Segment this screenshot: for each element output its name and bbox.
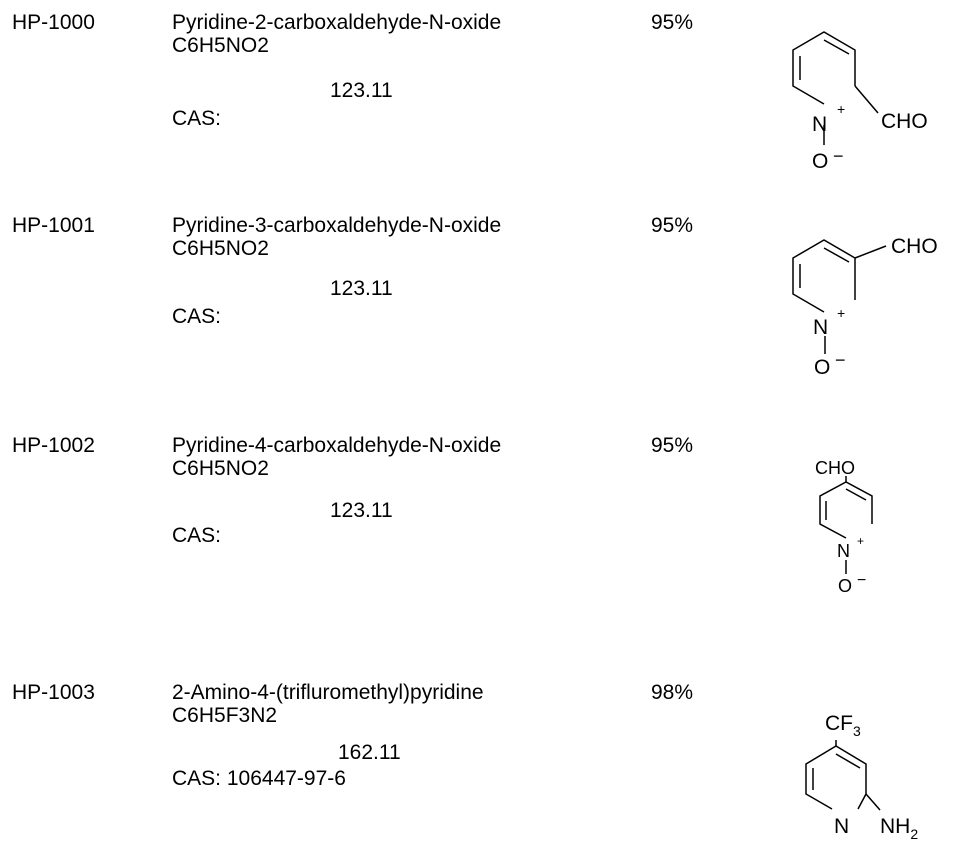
- molecular-weight: 123.11: [330, 79, 393, 102]
- cas-number: CAS: 106447-97-6: [172, 767, 346, 790]
- positive-charge: +: [837, 101, 845, 117]
- negative-charge: −: [833, 146, 844, 166]
- oxide-oxygen: O: [838, 576, 852, 596]
- molecular-weight: 123.11: [330, 277, 393, 300]
- product-name: Pyridine-2-carboxaldehyde-N-oxide: [172, 11, 502, 34]
- purity: 95%: [651, 214, 694, 237]
- molecular-formula: C6H5NO2: [172, 237, 269, 260]
- product-name: Pyridine-4-carboxaldehyde-N-oxide: [172, 434, 502, 457]
- ring-nitrogen: N: [812, 113, 827, 136]
- positive-charge: +: [857, 534, 864, 548]
- positive-charge: +: [837, 305, 845, 321]
- aldehyde-group: CHO: [881, 110, 928, 133]
- product-name: Pyridine-3-carboxaldehyde-N-oxide: [172, 214, 502, 237]
- aldehyde-group: CHO: [815, 458, 855, 478]
- molecular-formula: C6H5NO2: [172, 457, 269, 480]
- cas-number: CAS:: [172, 305, 222, 328]
- molecular-formula: C6H5NO2: [172, 34, 269, 57]
- product-code: HP-1000: [12, 11, 95, 34]
- oxide-oxygen: O: [814, 356, 830, 379]
- ring-nitrogen: N: [837, 541, 850, 561]
- molecular-weight: 123.11: [330, 499, 393, 522]
- negative-charge: −: [835, 350, 846, 370]
- molecular-weight: 162.11: [338, 741, 401, 764]
- molecular-formula: C6H5F3N2: [172, 704, 278, 727]
- product-code: HP-1001: [12, 214, 95, 237]
- ring-nitrogen: N: [834, 815, 849, 838]
- purity: 95%: [651, 434, 694, 457]
- cas-number: CAS:: [172, 107, 222, 130]
- purity: 98%: [651, 681, 694, 704]
- amine-group: NH2: [880, 815, 918, 842]
- negative-charge: −: [857, 572, 866, 589]
- cas-number: CAS:: [172, 524, 222, 547]
- oxide-oxygen: O: [812, 150, 828, 173]
- product-code: HP-1002: [12, 434, 95, 457]
- purity: 95%: [651, 11, 694, 34]
- ring-nitrogen: N: [813, 316, 828, 339]
- product-name: 2-Amino-4-(trifluromethyl)pyridine: [172, 681, 484, 704]
- trifluoromethyl-group: CF3: [825, 712, 861, 739]
- aldehyde-group: CHO: [891, 235, 938, 258]
- product-code: HP-1003: [12, 681, 95, 704]
